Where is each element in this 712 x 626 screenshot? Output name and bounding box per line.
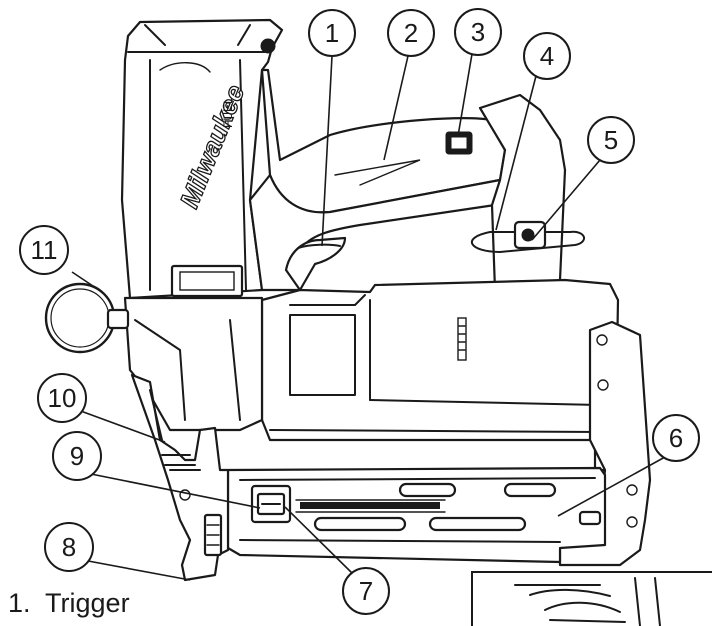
callout-number: 9 bbox=[70, 441, 84, 471]
callout-6: 6 bbox=[652, 414, 700, 462]
callout-4: 4 bbox=[523, 32, 571, 80]
callout-number: 10 bbox=[48, 383, 77, 413]
legend-item-1: 1. Trigger bbox=[8, 588, 130, 619]
callout-2: 2 bbox=[387, 9, 435, 57]
hanger-ring bbox=[44, 282, 130, 354]
battery-label: FUEL bbox=[221, 97, 235, 128]
magazine-pusher bbox=[250, 484, 292, 524]
callout-11: 11 bbox=[19, 225, 69, 275]
callout-1: 1 bbox=[308, 9, 356, 57]
callout-5: 5 bbox=[587, 116, 635, 164]
legend-label: Trigger bbox=[45, 588, 130, 618]
callout-number: 7 bbox=[359, 576, 373, 606]
callout-number: 1 bbox=[325, 18, 339, 48]
trigger bbox=[284, 236, 347, 292]
inset-detail bbox=[471, 571, 712, 626]
callout-10: 10 bbox=[37, 373, 87, 423]
callout-number: 6 bbox=[669, 423, 683, 453]
callout-7: 7 bbox=[342, 567, 390, 615]
leader-lines bbox=[71, 53, 666, 581]
callout-number: 11 bbox=[31, 235, 58, 265]
legend-number: 1. bbox=[8, 588, 31, 618]
callout-3: 3 bbox=[454, 8, 502, 56]
battery-pack: Milwaukee FUEL bbox=[120, 18, 284, 300]
callout-number: 8 bbox=[62, 532, 76, 562]
callout-number: 4 bbox=[540, 41, 554, 71]
nosepiece bbox=[130, 373, 230, 582]
main-body bbox=[260, 278, 620, 472]
callout-9: 9 bbox=[52, 431, 102, 481]
magazine bbox=[226, 466, 607, 564]
callout-number: 2 bbox=[404, 18, 418, 48]
callout-8: 8 bbox=[44, 522, 94, 572]
callout-number: 3 bbox=[471, 17, 485, 47]
rear-plate bbox=[558, 320, 652, 567]
callout-number: 5 bbox=[604, 125, 618, 155]
